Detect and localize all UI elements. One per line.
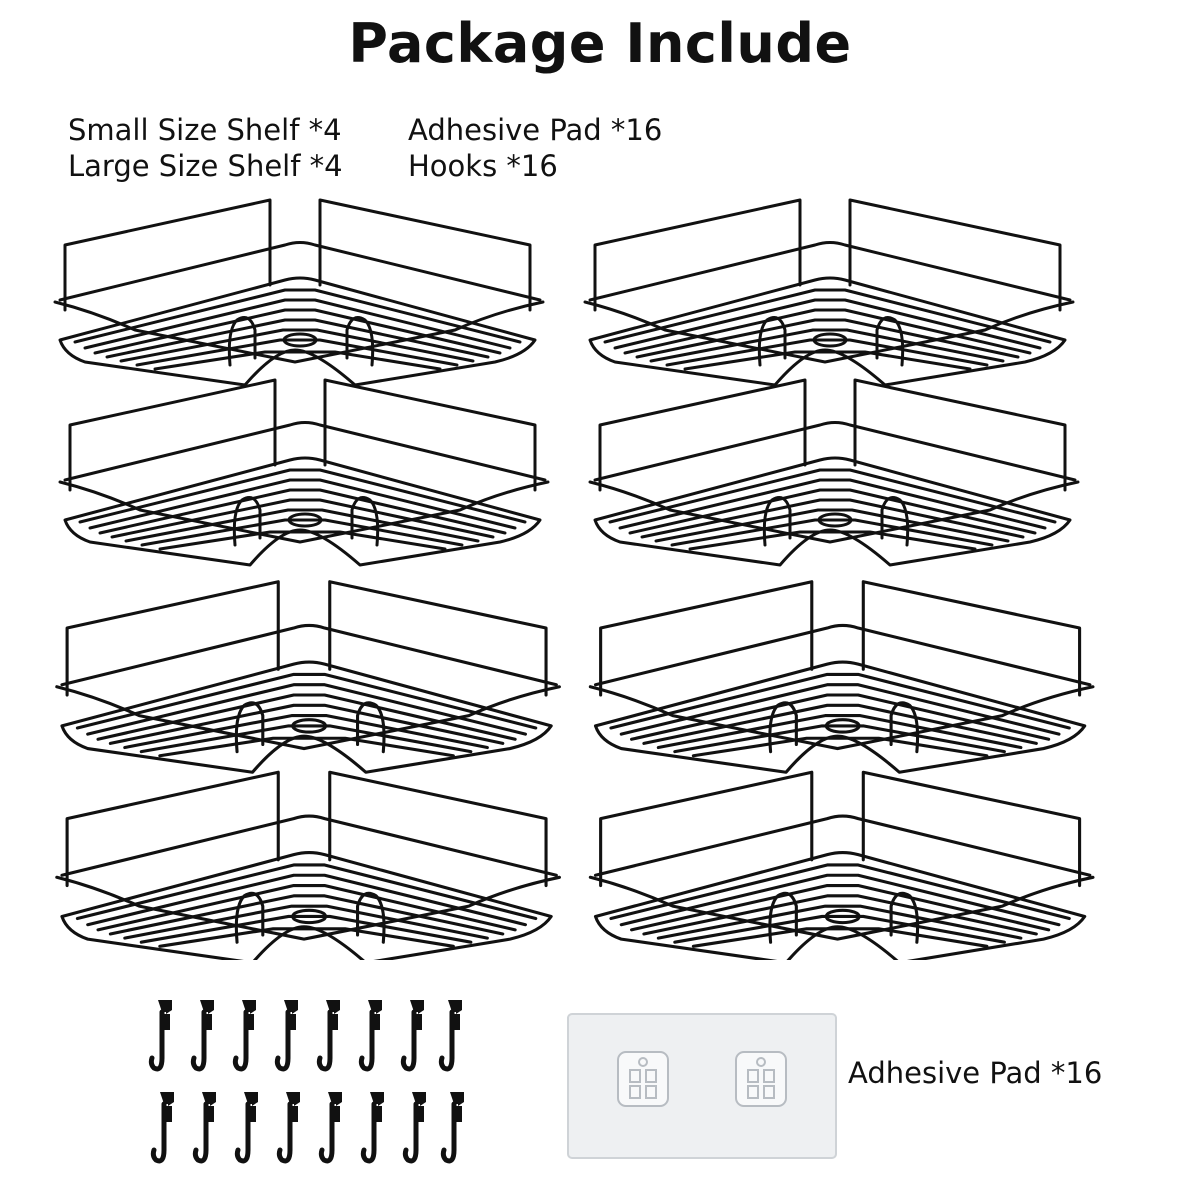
shelves-illustration	[53, 198, 1095, 960]
contents-item-small-shelf: Small Size Shelf *4	[68, 113, 342, 147]
hook-9	[153, 1092, 174, 1161]
shelf-large-3	[55, 770, 561, 960]
hook-15	[405, 1092, 426, 1161]
hooks-illustration	[140, 1000, 470, 1180]
adhesive-pad-label: Adhesive Pad *16	[848, 1056, 1103, 1090]
hook-7	[403, 1000, 424, 1069]
contents-column-left: Small Size Shelf *4 Large Size Shelf *4	[68, 112, 343, 184]
shelf-small-1	[53, 198, 545, 387]
hook-10	[195, 1092, 216, 1161]
hook-11	[237, 1092, 258, 1161]
hook-14	[363, 1092, 384, 1161]
hook-12	[279, 1092, 300, 1161]
shelf-large-2	[588, 580, 1095, 774]
hook-1	[151, 1000, 172, 1069]
contents-item-hooks: Hooks *16	[408, 149, 558, 183]
hook-13	[321, 1092, 342, 1161]
shelf-small-4	[588, 378, 1080, 567]
pad-mount-right	[735, 1051, 787, 1107]
hook-4	[277, 1000, 298, 1069]
hook-5	[319, 1000, 340, 1069]
shelf-small-2	[583, 198, 1075, 387]
adhesive-pad-icon	[567, 1013, 837, 1159]
package-title: Package Include	[348, 12, 852, 75]
hook-16	[443, 1092, 464, 1161]
hook-8	[441, 1000, 462, 1069]
contents-column-right: Adhesive Pad *16 Hooks *16	[408, 112, 662, 184]
contents-item-adhesive-pad: Adhesive Pad *16	[408, 113, 663, 147]
pad-mount-left	[617, 1051, 669, 1107]
shelf-large-4	[588, 770, 1095, 960]
shelf-small-3	[58, 378, 550, 567]
hook-3	[235, 1000, 256, 1069]
shelf-large-1	[55, 580, 561, 774]
contents-item-large-shelf: Large Size Shelf *4	[68, 149, 343, 183]
hook-6	[361, 1000, 382, 1069]
hook-2	[193, 1000, 214, 1069]
